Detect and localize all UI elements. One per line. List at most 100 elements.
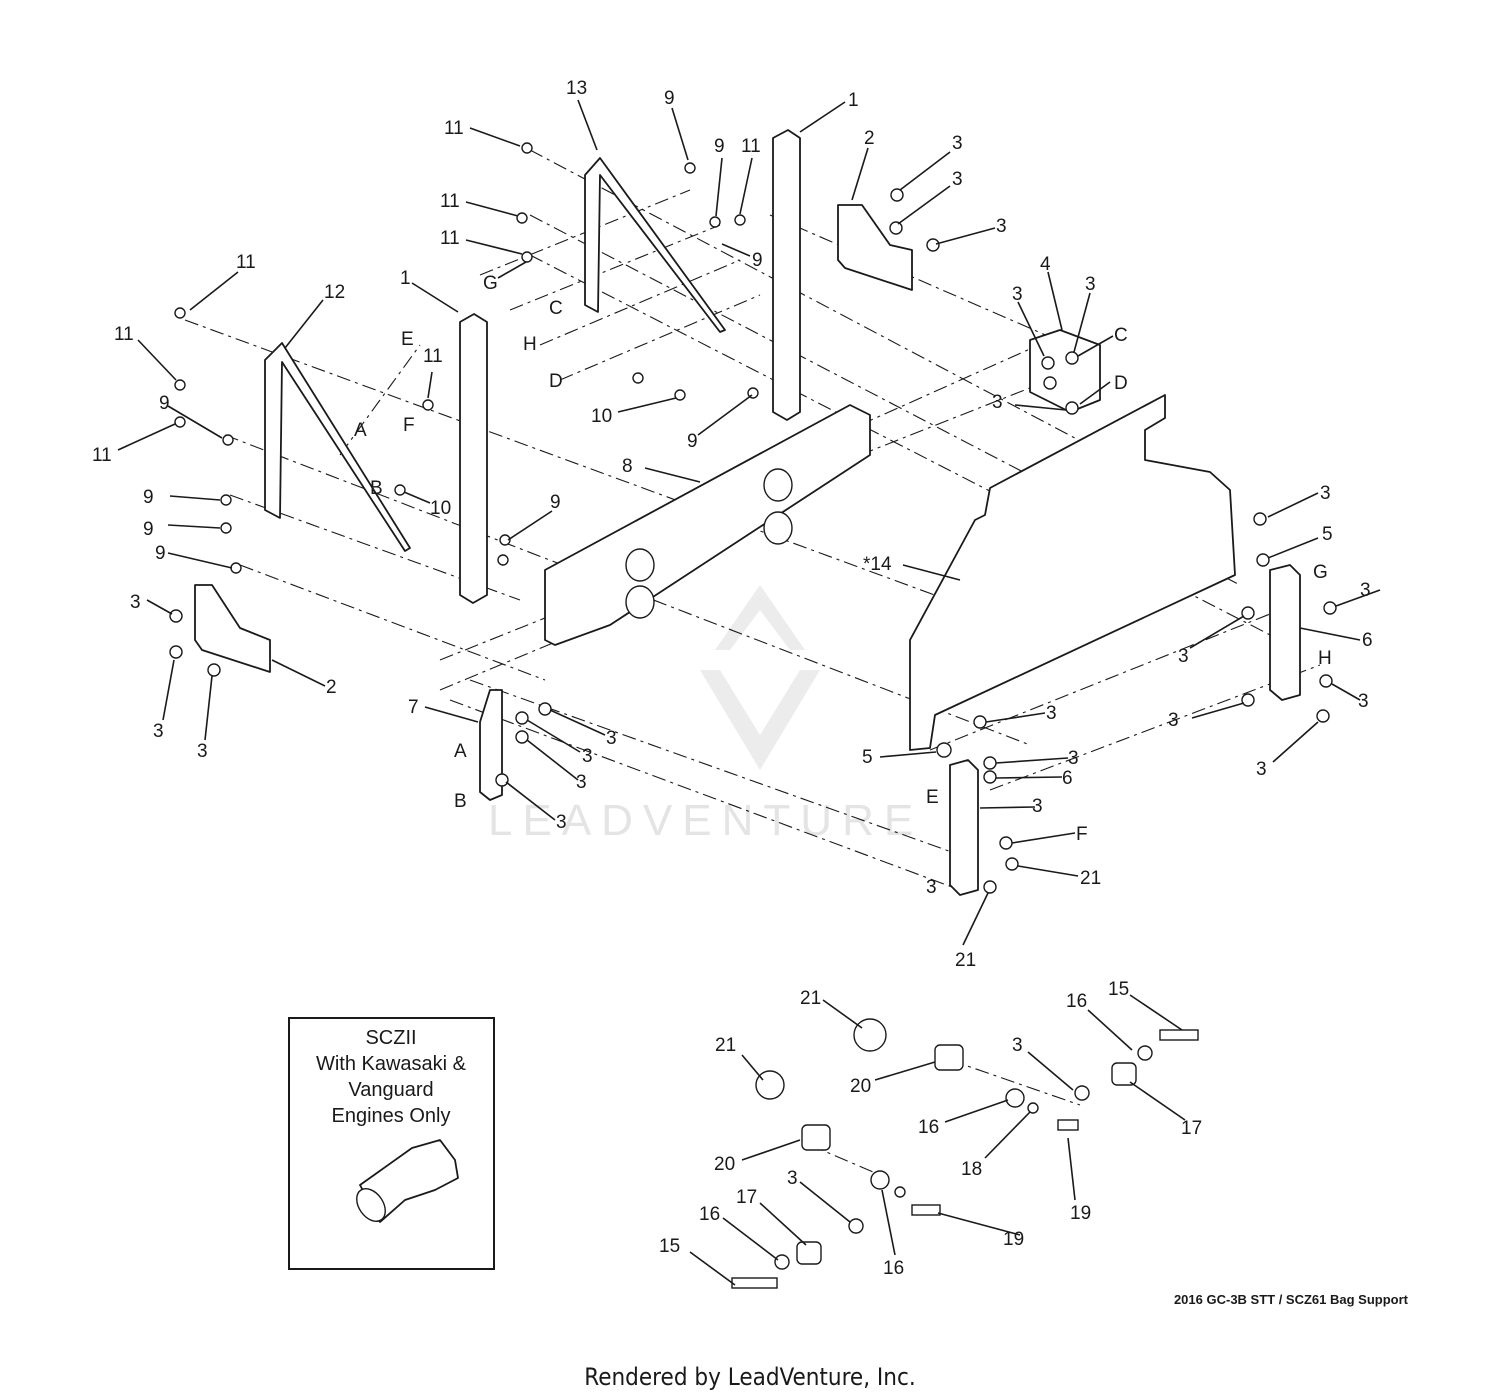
callout-3: 3	[952, 133, 963, 154]
callout-A: A	[354, 420, 367, 441]
callout-5: 5	[862, 747, 873, 768]
callout-C: C	[549, 298, 563, 319]
callout-D: D	[549, 371, 563, 392]
bracket-7	[479, 689, 503, 801]
callout-20: 20	[714, 1154, 735, 1175]
callout-9: 9	[143, 487, 154, 508]
callout-9: 9	[687, 431, 698, 452]
callout-17: 17	[1181, 1118, 1202, 1139]
shield-14	[909, 394, 1236, 751]
callout-3: 3	[606, 728, 617, 749]
callout-16: 16	[918, 1117, 939, 1138]
callout-16: 16	[883, 1258, 904, 1279]
callout-6: 3	[1032, 796, 1043, 817]
callout-F: F	[403, 415, 415, 436]
callout-3: 3	[1168, 710, 1179, 731]
callout-3: F	[1076, 824, 1088, 845]
callout-5: 5	[1322, 524, 1333, 545]
callout-3: 3	[787, 1168, 798, 1189]
callout-10: 10	[430, 498, 451, 519]
watermark: LEADVENTURE	[488, 585, 923, 845]
bracket-4	[1029, 329, 1101, 413]
beam-8	[544, 404, 871, 646]
callout-9: 9	[159, 393, 170, 414]
callout-labels: 13 9 1 11 2 3 9 11 3 11 3 11 9 G 11 12 1…	[92, 78, 1373, 1279]
callout-H: H	[523, 334, 537, 355]
callout-19: 19	[1003, 1229, 1024, 1250]
callout-10: 10	[591, 406, 612, 427]
callout-11: 11	[114, 324, 134, 345]
strap-6-right	[1269, 564, 1301, 701]
callout-2: 2	[326, 677, 337, 698]
callout-11: 11	[440, 191, 460, 212]
hardware	[169, 142, 1337, 894]
callout-9: 9	[143, 519, 154, 540]
callout-18: 18	[961, 1159, 982, 1180]
callout-14: *14	[863, 554, 892, 575]
callout-11: 11	[741, 136, 761, 157]
callout-3: 3	[952, 169, 963, 190]
callout-12: 12	[324, 282, 345, 303]
plate-2-top	[837, 204, 913, 291]
callout-3: 3	[1178, 646, 1189, 667]
callout-9: 9	[550, 492, 561, 513]
callout-E: E	[926, 787, 939, 808]
callout-H: H	[1318, 648, 1332, 669]
callout-3: 6	[1062, 768, 1073, 789]
watermark-text: LEADVENTURE	[488, 796, 923, 845]
callout-C: C	[1114, 325, 1128, 346]
callout-21: 21	[715, 1035, 736, 1056]
callout-11: 11	[444, 118, 464, 139]
callout-6: 6	[1362, 630, 1373, 651]
strap-6-bottom	[949, 759, 979, 896]
callout-3: 21	[1080, 868, 1101, 889]
callout-7: 7	[408, 697, 419, 718]
callout-3: 3	[1012, 1035, 1023, 1056]
bracket-13	[584, 157, 726, 333]
callout-3: 3	[1012, 284, 1023, 305]
callout-19: 19	[1070, 1203, 1091, 1224]
leader-lines	[117, 99, 1381, 1286]
callout-D: D	[1114, 373, 1128, 394]
callout-11: 11	[236, 252, 256, 273]
diagram-caption: 2016 GC-3B STT / SCZ61 Bag Support	[1174, 1292, 1409, 1307]
note-line-3: Vanguard	[348, 1079, 433, 1101]
callout-17: 17	[736, 1187, 757, 1208]
parts	[169, 129, 1337, 1289]
note-line-4: Engines Only	[332, 1105, 451, 1127]
callout-3: 3	[1046, 703, 1057, 724]
lower-hardware	[731, 1018, 1199, 1289]
callout-13: 13	[566, 78, 587, 99]
callout-11: 11	[92, 445, 112, 466]
callout-F: 3	[926, 877, 937, 898]
callout-15: 15	[659, 1236, 680, 1257]
callout-3: 3	[1360, 580, 1371, 601]
engine-note-box: SCZII With Kawasaki & Vanguard Engines O…	[288, 1017, 495, 1270]
callout-3: 3	[582, 746, 593, 767]
callout-1: 1	[400, 268, 411, 289]
callout-B: B	[454, 791, 467, 812]
callout-3: 3	[130, 592, 141, 613]
callout-E: E	[401, 329, 414, 350]
callout-A: A	[454, 741, 467, 762]
bracket-12	[264, 342, 411, 552]
callout-20: 20	[850, 1076, 871, 1097]
callout-3: 3	[556, 812, 567, 833]
callout-8: 8	[622, 456, 633, 477]
callout-16: 16	[699, 1204, 720, 1225]
callout-B: B	[370, 478, 383, 499]
callout-9: 9	[752, 250, 763, 271]
callout-11: 11	[423, 346, 443, 367]
callout-9: 9	[714, 136, 725, 157]
callout-3: 3	[1085, 274, 1096, 295]
callout-4: 4	[1040, 254, 1051, 275]
upright-1-right	[772, 129, 801, 421]
callout-16: 16	[1066, 991, 1087, 1012]
callout-3: 3	[1320, 483, 1331, 504]
callout-1: 1	[848, 90, 859, 111]
footer-credit: Rendered by LeadVenture, Inc.	[584, 1363, 915, 1391]
callout-3: 3	[992, 392, 1003, 413]
callout-3: 3	[153, 721, 164, 742]
note-line-2: With Kawasaki &	[316, 1053, 467, 1075]
